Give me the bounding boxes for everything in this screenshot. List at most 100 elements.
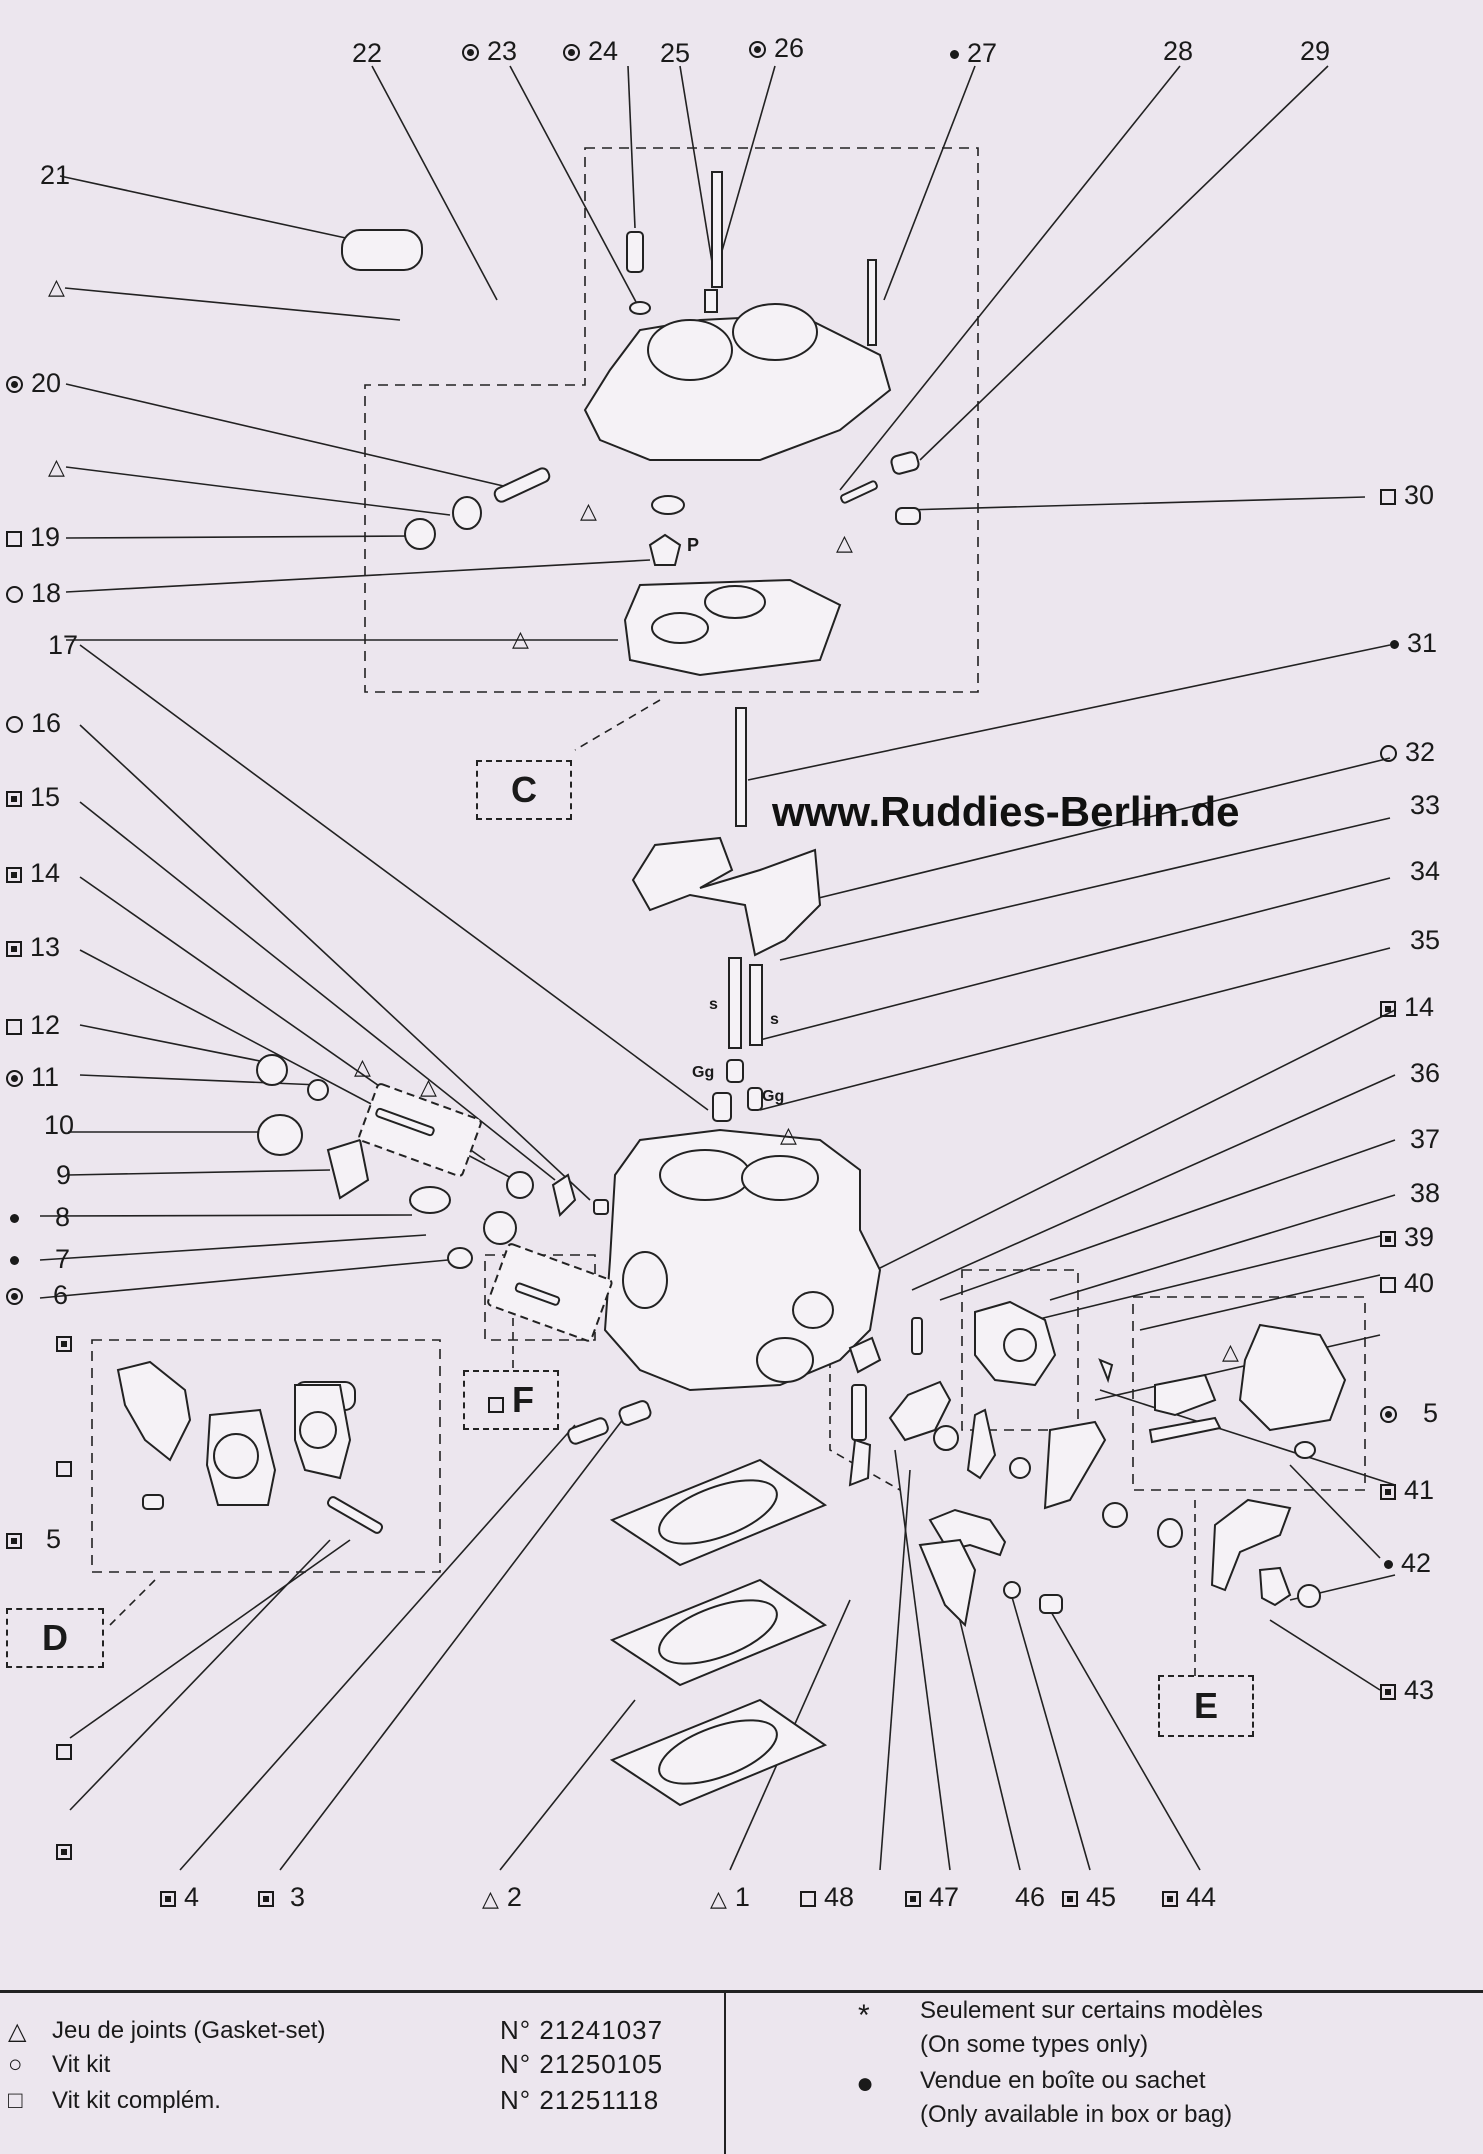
square-icon: [6, 531, 22, 547]
callout-23: 23: [462, 36, 517, 66]
callout-square: [56, 1452, 80, 1482]
callout-square-dot: [56, 1327, 80, 1357]
callout-31: 31: [1390, 628, 1437, 658]
callout-34: 34: [1410, 856, 1441, 886]
callout-38: 38: [1410, 1178, 1441, 1208]
square-dot-icon: [1162, 1891, 1178, 1907]
callout-28: 28: [1163, 36, 1194, 66]
dot-icon: [1390, 640, 1399, 649]
circled-dot-icon: [6, 1288, 23, 1305]
callout-15: 15: [6, 782, 60, 812]
callout-triangle: △: [420, 1070, 445, 1102]
circled-dot-icon: [1380, 1406, 1397, 1423]
square-dot-icon: [6, 867, 22, 883]
callout-5-left: 5: [6, 1524, 61, 1554]
callout-43: 43: [1380, 1675, 1434, 1705]
square-dot-icon: [1380, 1684, 1396, 1700]
triangle-icon: △: [48, 274, 65, 299]
diagram-drawing: [39, 65, 1396, 1871]
callout-18: 18: [6, 578, 61, 608]
callout-14: 14: [6, 858, 60, 888]
square-dot-icon: [56, 1336, 72, 1352]
square-dot-icon: [905, 1891, 921, 1907]
legend-number-vit-kit: N° 21250105: [500, 2049, 664, 2079]
square-dot-icon: [160, 1891, 176, 1907]
circle-icon: [1380, 745, 1397, 762]
callout-24: 24: [563, 36, 618, 66]
circled-dot-icon: [462, 44, 479, 61]
callout-19: 19: [6, 522, 60, 552]
exploded-carburetor-diagram: www.Ruddies-Berlin.de C D E F P s s Gg G…: [6, 33, 1441, 1912]
circle-icon: [6, 716, 23, 733]
square-dot-icon: [1380, 1001, 1396, 1017]
square-dot-icon: [1380, 1484, 1396, 1500]
triangle-icon: △: [580, 498, 597, 523]
part-letter-gg: Gg: [692, 1064, 715, 1081]
note-some-types: Seulement sur certains modèles: [920, 1997, 1263, 2024]
circle-icon: [6, 586, 23, 603]
section-f-label: F: [463, 1370, 559, 1430]
square-icon: [1380, 489, 1396, 505]
dot-icon: [950, 50, 959, 59]
triangle-icon: △: [710, 1886, 727, 1911]
callout-39: 39: [1380, 1222, 1434, 1252]
callout-8: 8: [10, 1202, 70, 1232]
callout-32: 32: [1380, 737, 1435, 767]
square-icon: [56, 1744, 72, 1760]
legend-label-vit-kit-complem: Vit kit complém.: [52, 2087, 221, 2114]
callout-triangle: △: [512, 622, 537, 654]
callout-square: [56, 1735, 80, 1765]
triangle-icon: △: [780, 1122, 797, 1147]
square-dot-icon: [6, 941, 22, 957]
callout-9: 9: [56, 1160, 72, 1190]
callout-triangle: △: [354, 1050, 379, 1082]
triangle-icon: △: [354, 1054, 371, 1079]
filled-dot-icon: ●: [856, 2067, 875, 2100]
callout-triangle: △: [48, 270, 73, 302]
legend-number-vit-kit-complem: N° 21251118: [500, 2085, 660, 2115]
square-dot-icon: [6, 791, 22, 807]
part-letter-s: s: [770, 1011, 779, 1028]
callout-25: 25: [660, 38, 691, 68]
callout-45: 45: [1062, 1882, 1116, 1912]
callout-35: 35: [1410, 925, 1441, 955]
legend: △ Jeu de joints (Gasket-set) N° 21241037…: [0, 1990, 1483, 2154]
callout-10: 10: [44, 1110, 75, 1140]
circled-dot-icon: [6, 1070, 23, 1087]
callout-triangle: △: [780, 1118, 805, 1150]
callout-37: 37: [1410, 1124, 1441, 1154]
callout-triangle: △: [48, 450, 73, 482]
callout-13: 13: [6, 932, 60, 962]
note-box-or-bag: Vendue en boîte ou sachet: [920, 2067, 1206, 2094]
triangle-icon: △: [48, 454, 65, 479]
square-dot-icon: [1062, 1891, 1078, 1907]
callout-44: 44: [1162, 1882, 1216, 1912]
callout-triangle: △: [1222, 1335, 1247, 1367]
square-icon: [800, 1891, 816, 1907]
square-icon: [6, 1019, 22, 1035]
callout-42: 42: [1384, 1548, 1431, 1578]
callout-triangle: △: [836, 526, 861, 558]
legend-label-gasket-set: Jeu de joints (Gasket-set): [52, 2017, 326, 2044]
legend-divider: [724, 1993, 726, 2154]
dot-icon: [1384, 1560, 1393, 1569]
callout-6: 6: [6, 1280, 68, 1310]
legend-symbol-triangle: △: [8, 2018, 27, 2045]
legend-symbol-circle: ○: [8, 2051, 23, 2078]
callout-14-right: 14: [1380, 992, 1434, 1022]
callout-21: 21: [40, 160, 71, 190]
callout-5-right: 5: [1380, 1398, 1438, 1428]
circled-dot-icon: [6, 376, 23, 393]
callout-17: 17: [48, 630, 79, 660]
note-some-types-en: (On some types only): [920, 2031, 1149, 2058]
callout-27: 27: [950, 38, 997, 68]
callout-36: 36: [1410, 1058, 1441, 1088]
circled-dot-icon: [563, 44, 580, 61]
legend-label-vit-kit: Vit kit: [52, 2051, 111, 2078]
dot-icon: [10, 1256, 19, 1265]
callout-40: 40: [1380, 1268, 1434, 1298]
callout-12: 12: [6, 1010, 60, 1040]
section-d-label: D: [6, 1608, 104, 1668]
square-icon: [1380, 1277, 1396, 1293]
callout-48: 48: [800, 1882, 854, 1912]
